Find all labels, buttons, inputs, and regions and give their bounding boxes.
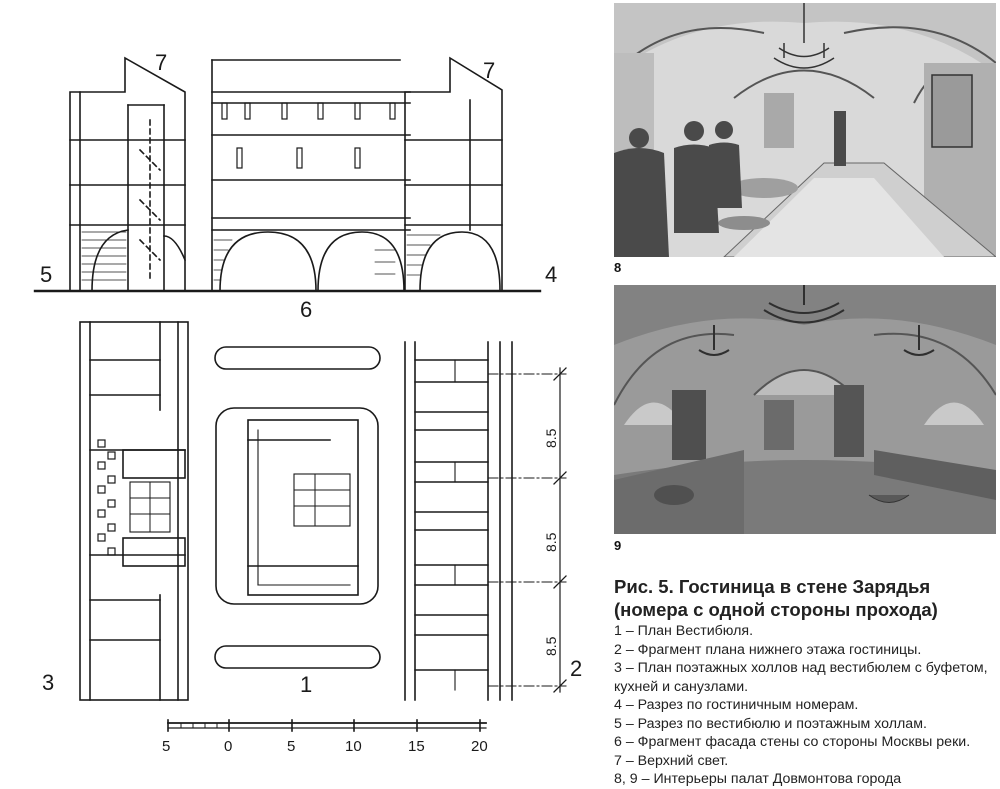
label-section-5: 5 xyxy=(40,262,52,287)
architectural-drawing: 7 7 5 4 6 3 1 2 8.5 8.5 8.5 5 0 5 10 15 … xyxy=(33,50,582,755)
legend-item: 7 – Верхний свет. xyxy=(614,752,729,769)
scale-tick-label: 5 xyxy=(287,738,295,755)
label-facade-6: 6 xyxy=(300,297,312,322)
plan-2-drawing xyxy=(404,341,567,701)
scale-bar xyxy=(167,719,487,732)
label-top-right-7: 7 xyxy=(483,58,495,83)
scale-tick-label: 5 xyxy=(162,738,170,755)
caption-title-line-1: Рис. 5. Гостиница в стене Зарядья xyxy=(614,576,931,597)
figure-caption: Рис. 5. Гостиница в стене Зарядья (номер… xyxy=(614,576,998,789)
dimension-label: 8.5 xyxy=(543,428,559,448)
scale-tick-label: 10 xyxy=(345,738,362,755)
label-plan-1: 1 xyxy=(300,672,312,697)
legend-item: 1 – План Вестибюля. xyxy=(614,623,754,639)
legend-item: кухней и санузлами. xyxy=(614,678,749,695)
photo-8-number: 8 xyxy=(614,260,622,275)
plan-3-drawing xyxy=(79,321,189,701)
photo-9-number: 9 xyxy=(614,538,622,553)
interior-sketch-8 xyxy=(614,3,996,257)
dimension-label: 8.5 xyxy=(543,636,559,656)
legend-item: 2 – Фрагмент плана нижнего этажа гостини… xyxy=(614,641,922,658)
label-top-left-7: 7 xyxy=(155,50,167,75)
legend-item: 4 – Разрез по гостиничным номерам. xyxy=(614,697,859,713)
interior-sketch-9 xyxy=(614,285,996,534)
facade-6-drawing xyxy=(211,59,411,292)
legend-item: 6 – Фрагмент фасада стены со стороны Мос… xyxy=(614,734,971,750)
plan-1-drawing xyxy=(214,346,381,669)
scale-tick-label: 20 xyxy=(471,738,488,755)
legend-item: 5 – Разрез по вестибюлю и поэтажным холл… xyxy=(614,715,927,732)
label-plan-3: 3 xyxy=(42,670,54,695)
label-plan-2: 2 xyxy=(570,656,582,681)
label-section-4: 4 xyxy=(545,262,557,287)
scale-tick-label: 0 xyxy=(224,738,232,755)
section-4-drawing xyxy=(404,56,503,292)
dimension-label: 8.5 xyxy=(543,532,559,552)
scale-tick-label: 15 xyxy=(408,738,425,755)
legend-item: 8, 9 – Интерьеры палат Довмонтова города xyxy=(614,771,902,787)
legend-item: 3 – План поэтажных холлов над вестибюлем… xyxy=(614,660,988,676)
legend-list: 1 – План Вестибюля. 2 – Фрагмент плана н… xyxy=(614,622,998,789)
caption-title-line-2: (номера с одной стороны прохода) xyxy=(614,599,938,620)
section-5-drawing xyxy=(69,56,187,292)
